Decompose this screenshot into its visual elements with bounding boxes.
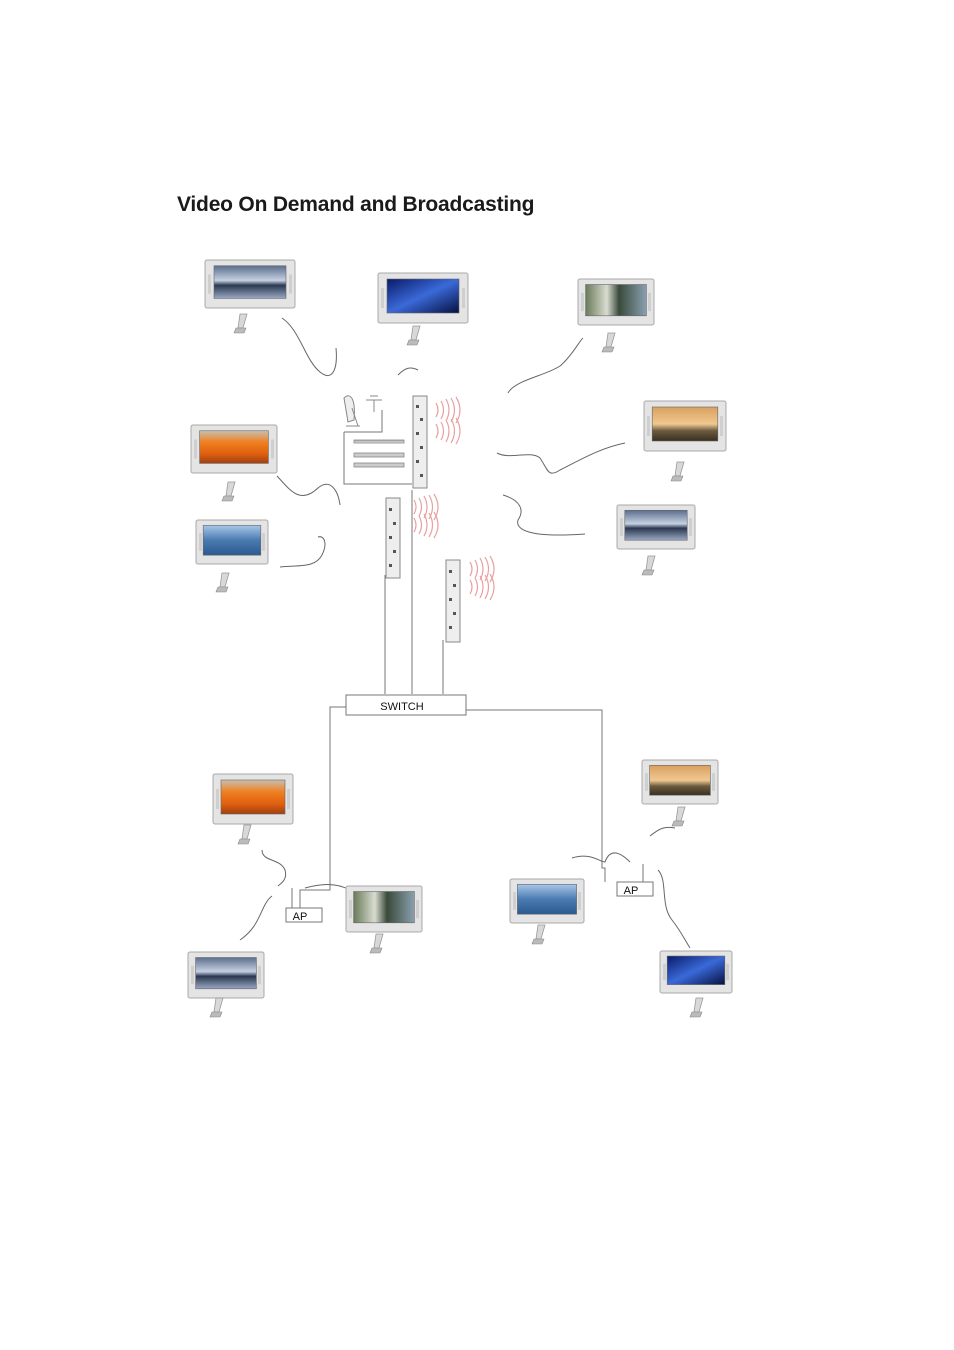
tv-set	[578, 279, 654, 325]
tv-stand-icon	[532, 925, 545, 944]
tv-screen-ocean-bridge	[203, 525, 261, 555]
tv-screen-sunset-sea	[650, 765, 711, 795]
signal-waves-icon	[470, 556, 494, 582]
tv-screen-fruit-basket	[200, 431, 269, 464]
tv-stand-icon	[407, 326, 420, 345]
tv-stand-icon	[671, 462, 684, 481]
tv-screen-lake-pier	[214, 266, 286, 299]
tv-set	[642, 760, 718, 804]
server-tower-main	[413, 396, 427, 488]
tv-stand-icon	[672, 807, 685, 826]
tv-screen-lake-pier	[625, 510, 687, 540]
tv-set	[213, 774, 293, 824]
tv-stand-icon	[602, 333, 615, 352]
server-tower-3	[446, 560, 460, 642]
tv-screen-street-scene	[354, 892, 415, 923]
access-point-right: AP	[617, 864, 653, 897]
tv-screen-blue-light	[667, 956, 725, 985]
tv-stand-icon	[642, 556, 655, 575]
tv-stand-icon	[234, 314, 247, 333]
tv-set	[660, 951, 732, 993]
rack-units	[354, 440, 404, 467]
tv-stand-icon	[370, 934, 383, 953]
switch-box: SWITCH	[346, 695, 466, 715]
tv-set	[617, 505, 695, 549]
headend-equipment	[344, 396, 494, 642]
tv-stand-icon	[238, 825, 251, 844]
tv-set	[196, 520, 268, 564]
tv-set	[205, 260, 295, 308]
server-tower-2	[386, 498, 400, 578]
tv-screen-street-scene	[586, 285, 647, 316]
tv-set	[644, 401, 726, 451]
tv-set	[191, 425, 277, 473]
signal-waves-icon	[414, 494, 438, 520]
ap-right-label: AP	[624, 885, 639, 897]
signal-waves-icon	[470, 574, 494, 600]
ap-left-label: AP	[293, 911, 308, 923]
tv-screen-ocean-bridge	[517, 884, 576, 914]
signal-waves-icon	[414, 512, 438, 538]
tv-set	[346, 886, 422, 932]
network-lines	[300, 410, 605, 908]
tv-screen-blue-light	[387, 279, 459, 313]
wireless-links	[240, 318, 690, 948]
switch-to-left-ap-line	[300, 707, 346, 908]
tv-set	[510, 879, 584, 923]
tv-stand-icon	[690, 998, 703, 1017]
tv-screen-fruit-basket	[221, 780, 285, 814]
tv-stand-icon	[210, 998, 223, 1017]
satellite-dish-icon	[344, 396, 360, 426]
tv-screen-lake-pier	[196, 958, 257, 989]
tv-screen-sunset-sea	[652, 407, 718, 441]
access-point-left: AP	[286, 888, 322, 923]
tv-set	[188, 952, 264, 998]
switch-label: SWITCH	[380, 701, 423, 713]
tv-stand-icon	[216, 573, 229, 592]
tv-stand-icon	[222, 482, 235, 501]
antenna-icon	[366, 396, 382, 412]
tv-set	[378, 273, 468, 323]
